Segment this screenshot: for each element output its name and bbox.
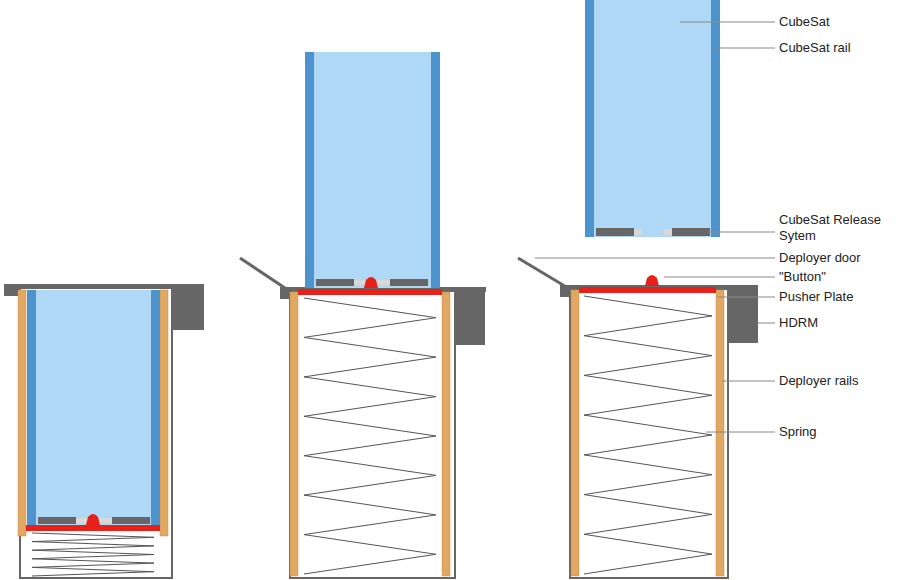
part-label: HDRM bbox=[779, 315, 818, 331]
spring-coil bbox=[584, 296, 712, 574]
part-label: Spring bbox=[779, 424, 817, 440]
spring-coil bbox=[32, 533, 154, 576]
part-label: CubeSat rail bbox=[779, 40, 851, 56]
part-label: CubeSat Release Sytem bbox=[779, 212, 887, 244]
part-label: Pusher Plate bbox=[779, 289, 853, 305]
part-label: Deployer rails bbox=[779, 373, 858, 389]
part-label: CubeSat bbox=[779, 14, 830, 30]
spring-coil bbox=[304, 298, 436, 574]
part-label: Deployer door bbox=[779, 250, 861, 266]
part-label: "Button" bbox=[779, 269, 826, 285]
